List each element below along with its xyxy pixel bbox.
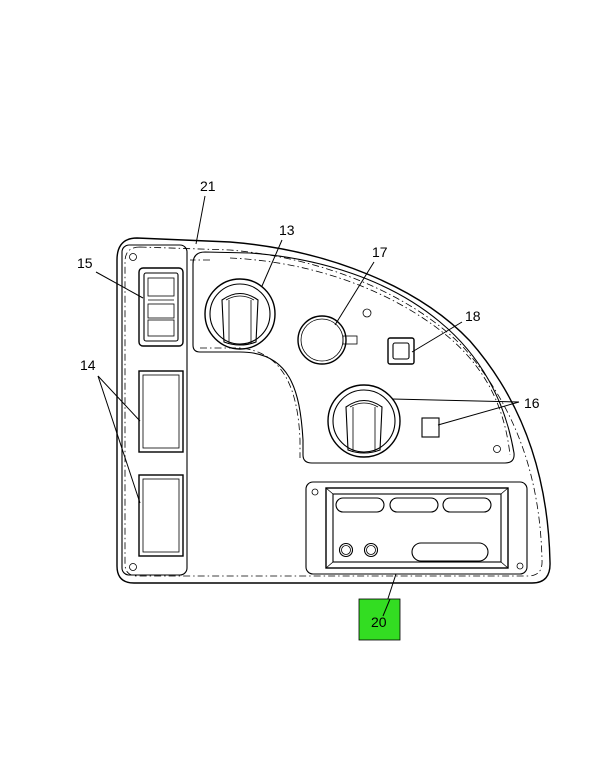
blank-plug-upper (138, 370, 184, 453)
callout-17: 17 (372, 244, 388, 260)
round-indicator (297, 315, 358, 365)
control-area (190, 251, 515, 464)
left-switch-strip (121, 244, 188, 576)
callout-18: 18 (465, 308, 481, 324)
blank-plug-lower (138, 474, 184, 557)
callout-13: 13 (279, 222, 295, 238)
callout-14: 14 (80, 357, 96, 373)
small-switch (421, 417, 440, 438)
screw-hole (516, 562, 524, 570)
screw-hole (362, 308, 372, 318)
callout-15: 15 (77, 255, 93, 271)
callout-20: 20 (371, 614, 387, 630)
screw-hole (129, 253, 137, 261)
panel-outline (116, 237, 551, 584)
screw-hole (493, 445, 501, 453)
screw-hole (311, 488, 319, 496)
radio-unit (305, 481, 528, 575)
rocker-switch (138, 267, 184, 347)
rotary-knob-upper (204, 278, 276, 350)
square-indicator (387, 337, 415, 365)
callout-21: 21 (200, 178, 216, 194)
screw-hole (129, 563, 137, 571)
leader-lines (95, 195, 520, 621)
rotary-knob-lower (327, 384, 401, 458)
callout-16: 16 (524, 395, 540, 411)
callout-20-highlight (358, 598, 401, 641)
